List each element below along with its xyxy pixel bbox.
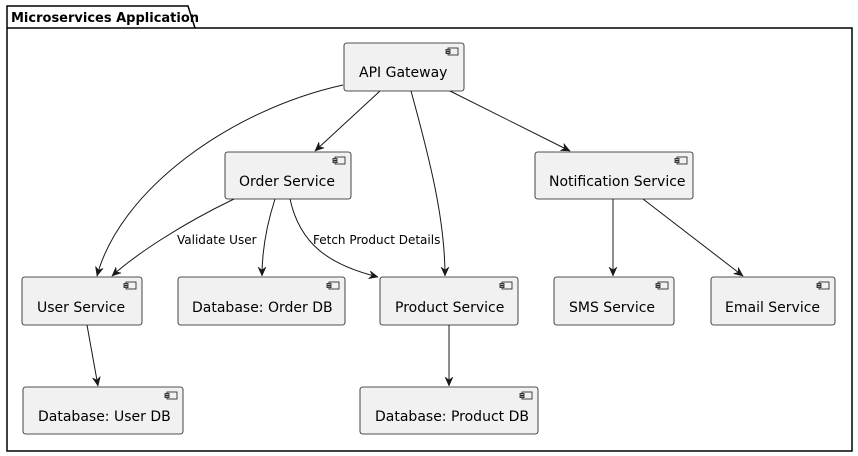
edge-order-to-user-service — [112, 198, 235, 276]
component-icon — [164, 391, 178, 400]
component-label: Database: User DB — [38, 409, 171, 425]
component-icon — [816, 281, 830, 290]
edge-label-validate-user: Validate User — [177, 233, 257, 247]
edge-notification-to-email-service — [642, 198, 743, 277]
component-icon — [499, 281, 513, 290]
component-icon — [445, 47, 459, 56]
component-label: Email Service — [725, 300, 820, 316]
component-label: Order Service — [239, 174, 335, 190]
component-api-gateway[interactable]: API Gateway — [343, 42, 465, 92]
component-label: Product Service — [395, 300, 504, 316]
component-notification-service[interactable]: Notification Service — [534, 151, 694, 200]
package-title: Microservices Application — [11, 11, 199, 26]
component-order-db[interactable]: Database: Order DB — [177, 276, 346, 326]
edge-user-service-to-user-db — [86, 324, 98, 386]
package-microservices-application: Microservices Application — [6, 5, 853, 452]
component-icon — [326, 281, 340, 290]
component-icon — [519, 391, 533, 400]
component-label: User Service — [37, 300, 125, 316]
component-email-service[interactable]: Email Service — [710, 276, 836, 326]
edge-order-to-product-service — [289, 198, 378, 277]
edges: Validate User Fetch Product Details — [86, 84, 743, 386]
component-user-db[interactable]: Database: User DB — [22, 386, 184, 435]
component-label: API Gateway — [359, 65, 447, 81]
component-order-service[interactable]: Order Service — [224, 151, 352, 200]
component-label: SMS Service — [569, 300, 655, 316]
component-user-service[interactable]: User Service — [21, 276, 143, 326]
component-sms-service[interactable]: SMS Service — [553, 276, 675, 326]
component-label: Database: Order DB — [192, 300, 333, 316]
component-icon — [332, 156, 346, 165]
edge-label-fetch-product-details: Fetch Product Details — [313, 233, 440, 247]
edge-gateway-to-order-service — [315, 90, 381, 151]
edge-gateway-to-product-service — [410, 90, 445, 276]
edge-gateway-to-notification-service — [449, 90, 570, 152]
component-icon — [655, 281, 669, 290]
component-icon — [674, 156, 688, 165]
component-product-db[interactable]: Database: Product DB — [359, 386, 539, 435]
component-product-service[interactable]: Product Service — [379, 276, 519, 326]
edge-order-to-order-db — [262, 198, 276, 276]
edge-gateway-to-user-service — [97, 84, 344, 276]
component-icon — [123, 281, 137, 290]
component-label: Database: Product DB — [375, 409, 529, 425]
component-label: Notification Service — [549, 174, 686, 190]
